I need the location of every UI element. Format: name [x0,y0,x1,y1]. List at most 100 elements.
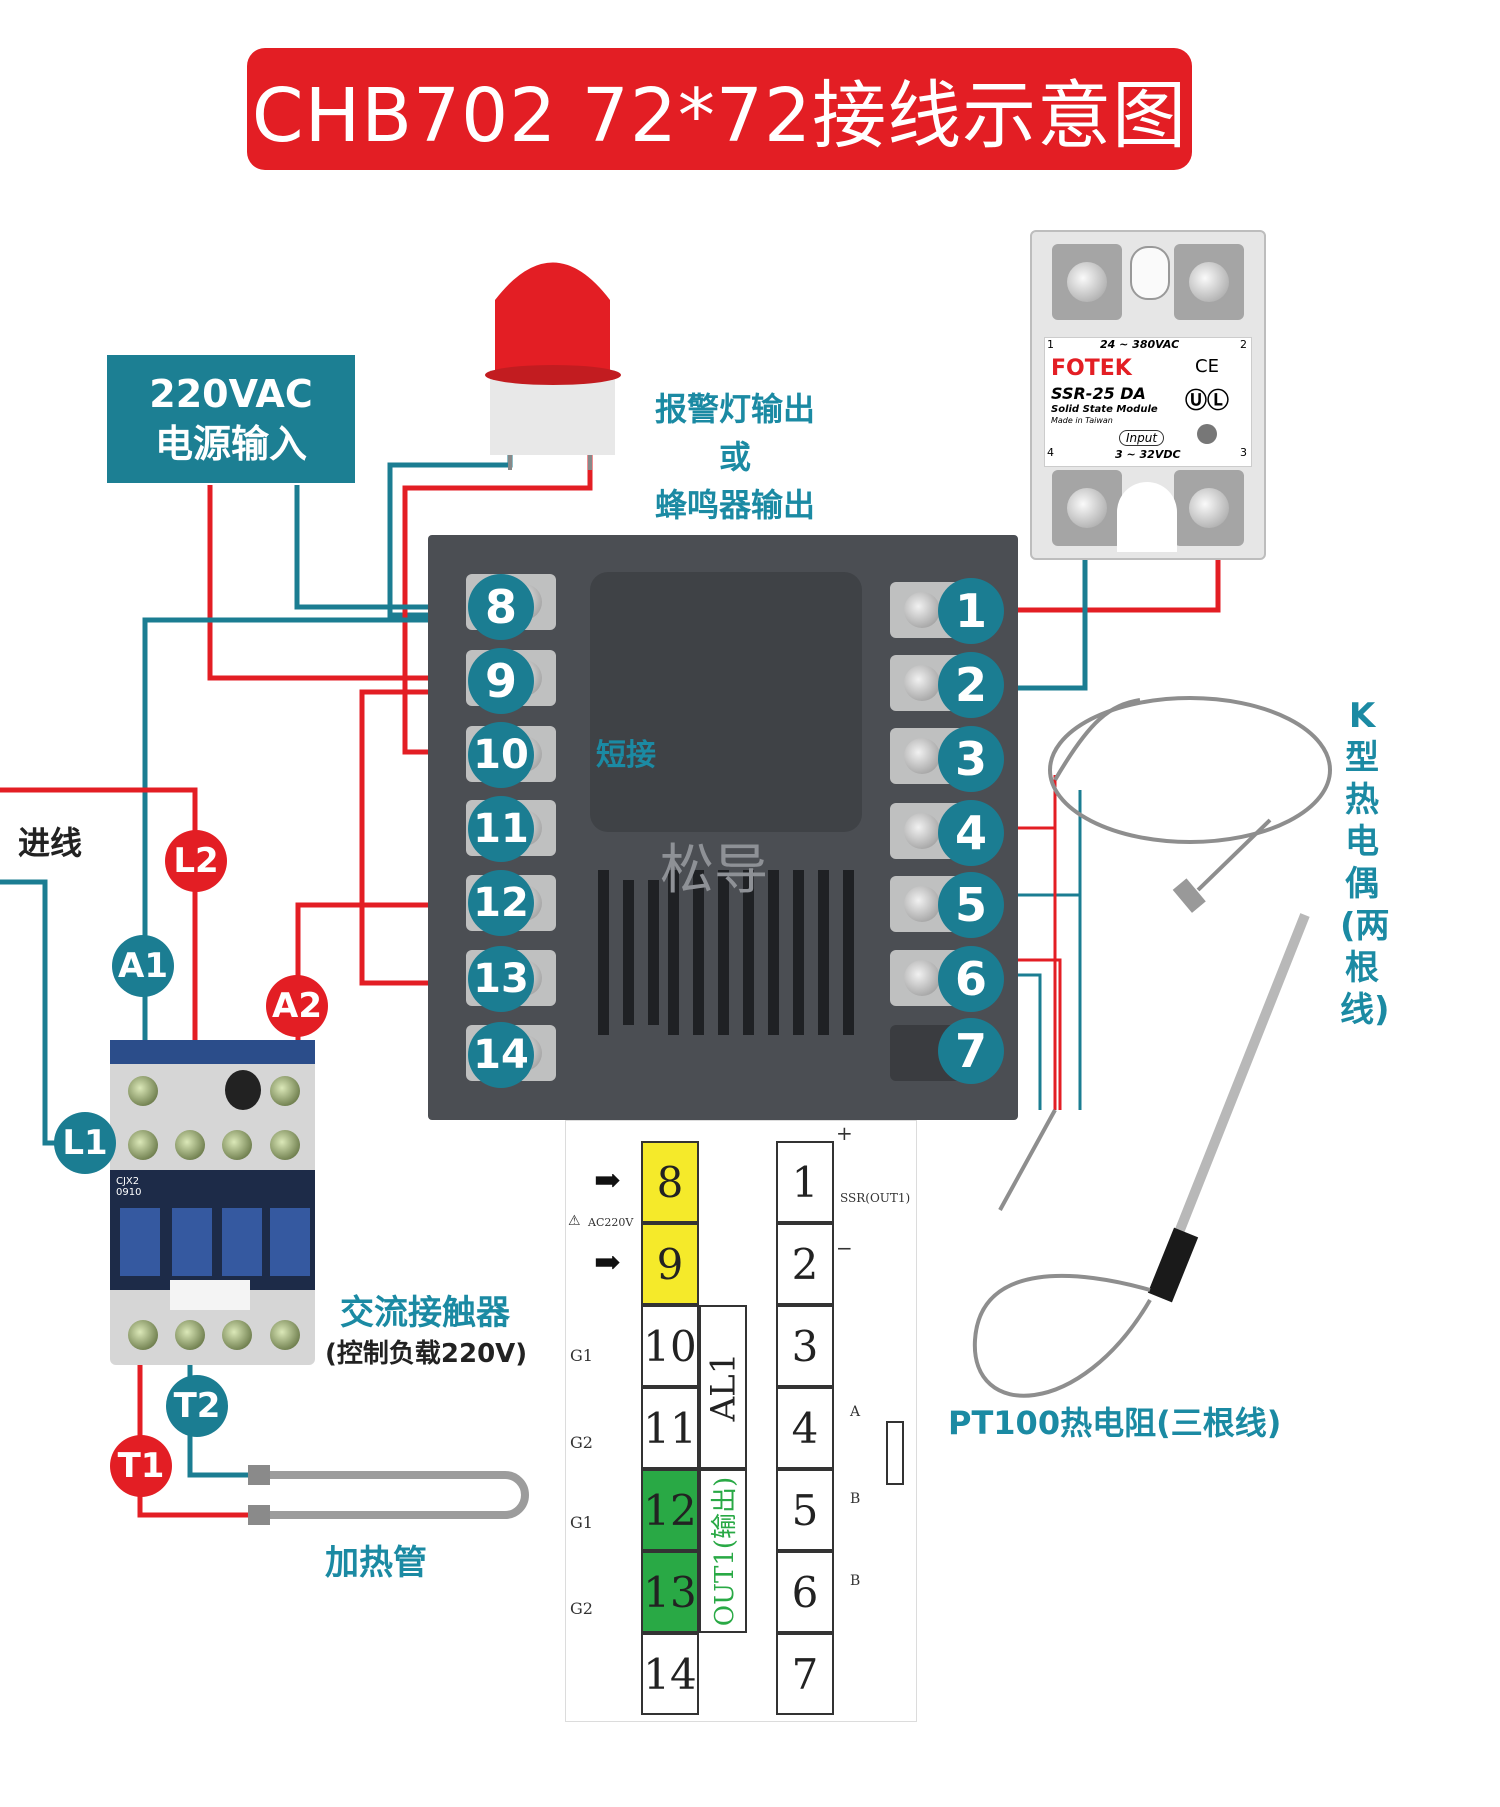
chart-cell-4: 4 [776,1387,834,1469]
chart-cell-2: 2 [776,1223,834,1305]
contactor-window [222,1208,262,1276]
vent-slot [818,870,829,1035]
out1-label: OUT1(输出) [710,1476,741,1626]
incoming-label: 进线 [18,824,83,862]
g1-label: G1 [570,1346,593,1365]
contactor-screw [270,1076,300,1106]
contactor-screw [222,1320,252,1350]
chart-cell-9: 9 [641,1223,699,1305]
chart-cell-8: 8 [641,1141,699,1223]
ul-mark-icon: ⓊⓁ [1185,389,1230,414]
al1-box: AL1 [699,1305,747,1469]
contactor-subcaption: (控制负载220V) [325,1339,528,1369]
ssr-output-voltage: 24 ~ 380VAC [1100,338,1180,351]
ce-mark: CE [1195,356,1219,377]
al1-label: AL1 [703,1352,744,1422]
contactor-caption: 交流接触器 [340,1293,510,1333]
ssr-mount-hole [1130,246,1170,300]
ssr-model: SSR-25 DA [1051,384,1146,403]
ssr-plus-label: + [836,1121,853,1145]
contactor-screw [175,1130,205,1160]
terminal-3: 3 [938,726,1004,792]
rtd-caption: PT100热电阻(三根线) [948,1404,1282,1442]
vent-slot [793,870,804,1035]
contactor-window [172,1208,212,1276]
warning-icon: ⚠ [568,1213,581,1229]
chart-cell-11: 11 [641,1387,699,1469]
arrow-right-icon: ➡ [594,1161,621,1199]
terminal-9: 9 [468,648,534,714]
vent-slot [623,880,634,1025]
out1-box: OUT1(输出) [699,1469,747,1633]
wire-power-red [207,485,470,681]
vent-slot [668,870,679,1035]
ssr-pin3: 3 [1240,446,1247,459]
vent-slot [598,870,609,1035]
contactor-screw [270,1320,300,1350]
rtd-b-label: B [850,1491,861,1507]
vent-slot [718,870,729,1035]
vent-slot [743,870,754,1035]
page-title: CHB702 72*72接线示意图 [251,72,1188,159]
ac220v-label: AC220V [588,1216,634,1229]
contactor-window [120,1208,160,1276]
chart-cell-5: 5 [776,1469,834,1551]
ssr-screw [1052,244,1122,320]
g2-label: G2 [570,1433,593,1452]
tag-a1: A1 [112,935,174,997]
tag-l2: L2 [165,830,227,892]
contactor-window [270,1208,310,1276]
ssr-label-plate: 1 2 24 ~ 380VAC FOTEK CE SSR-25 DA Solid… [1044,337,1252,467]
wire-13 [359,689,470,986]
rtd-a-label: A [850,1404,861,1420]
terminal-1: 1 [938,578,1004,644]
contactor-screw [128,1130,158,1160]
wire-t1 [137,1340,248,1518]
chart-cell-12: 12 [641,1469,699,1551]
terminal-4: 4 [938,800,1004,866]
controller-inner-panel [590,572,862,832]
alarm-caption-line2: 或 [718,438,751,476]
chart-cell-7: 7 [776,1633,834,1715]
power-voltage: 220VAC [149,372,313,416]
ssr-subtitle: Solid State Module [1051,404,1158,415]
contactor-screw [270,1130,300,1160]
chart-cell-14: 14 [641,1633,699,1715]
terminal-6: 6 [938,946,1004,1012]
terminal-10: 10 [468,722,534,788]
g1-label: G1 [570,1513,593,1532]
solid-state-relay: 1 2 24 ~ 380VAC FOTEK CE SSR-25 DA Solid… [1030,230,1266,560]
ssr-bottom-slot [1117,482,1177,552]
contactor-screw [222,1130,252,1160]
chart-cell-13: 13 [641,1551,699,1633]
g2-label: G2 [570,1599,593,1618]
alarm-caption: 报警灯输出 或 蜂鸣器输出 [630,385,840,529]
ssr-screw [1052,470,1122,546]
contactor-screw [128,1076,158,1106]
alarm-light [485,262,621,470]
contactor-model: CJX2 0910 [116,1176,142,1198]
terminal-2: 2 [938,652,1004,718]
terminal-5: 5 [938,872,1004,938]
ssr-screw [1174,470,1244,546]
heater-fittings [248,1465,270,1525]
terminal-8: 8 [468,574,534,640]
contactor-screw [175,1320,205,1350]
tag-t2: T2 [166,1375,228,1437]
rtd-resistor-icon [886,1421,904,1485]
vent-slot [843,870,854,1035]
ssr-out-label: SSR(OUT1) [840,1191,911,1205]
thermocouple-tip [1172,878,1206,913]
vent-slot [693,870,704,1035]
chart-cell-10: 10 [641,1305,699,1387]
chart-cell-1: 1 [776,1141,834,1223]
wire-alarm-red [402,455,593,755]
wiring-chart: 8 9 10 11 12 13 14 AL1 OUT1(输出) 1 2 3 4 … [565,1120,917,1722]
contactor-coil-hole [225,1070,261,1110]
contactor-screw [128,1320,158,1350]
heater-caption: 加热管 [325,1543,427,1583]
ssr-origin: Made in Taiwan [1051,416,1113,425]
ssr-pin4: 4 [1047,446,1054,459]
rtd-b-label: B [850,1573,861,1589]
